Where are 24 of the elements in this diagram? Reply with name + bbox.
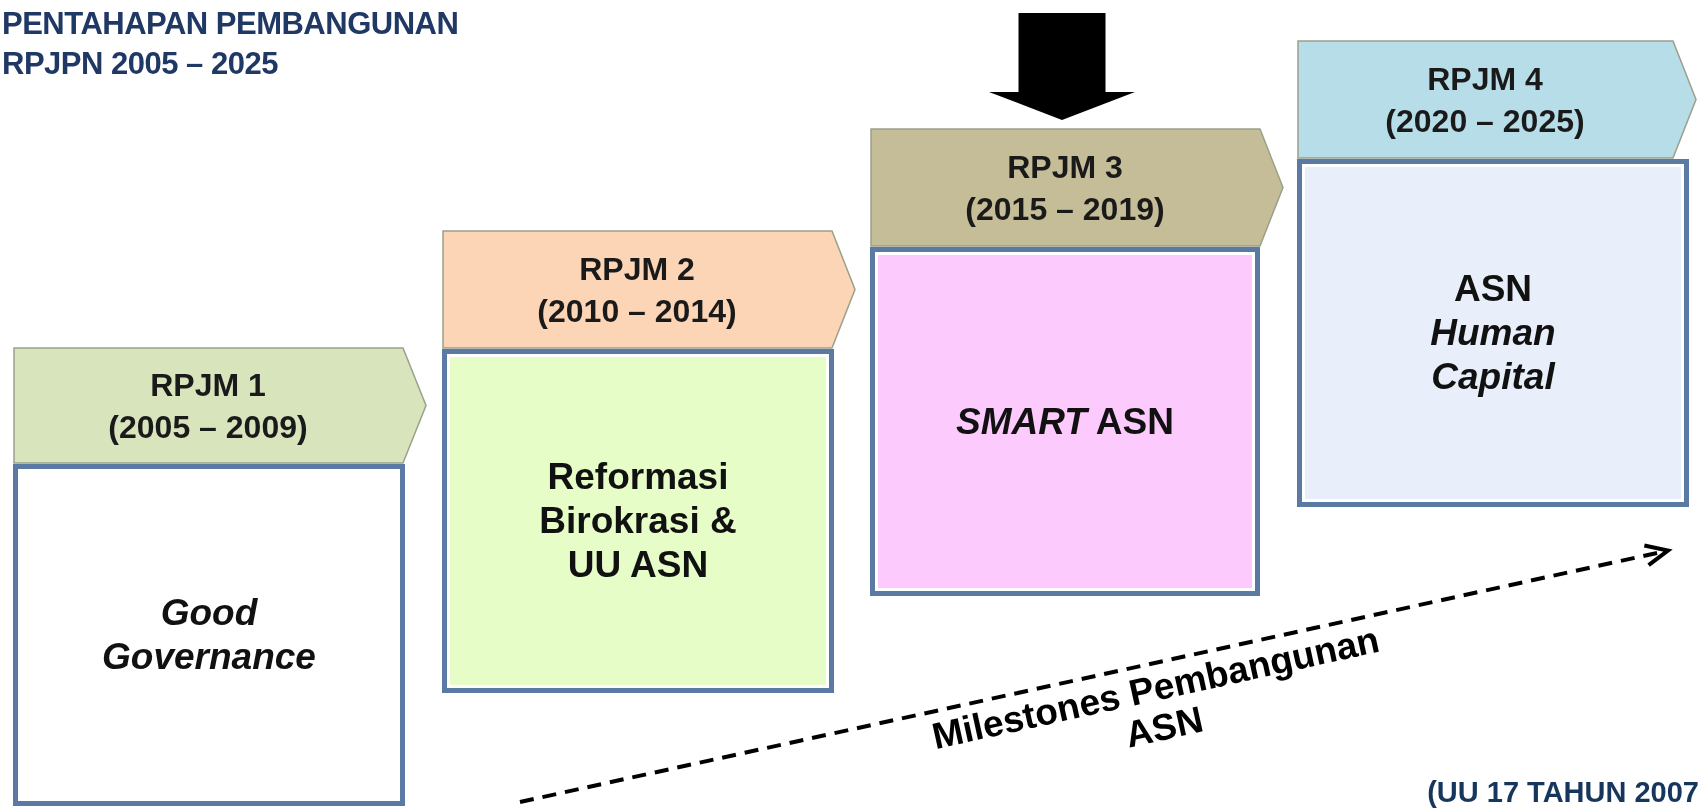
stage-goal: Good Governance: [101, 591, 317, 679]
stage-name: RPJM 4: [1427, 59, 1543, 99]
stage-name: RPJM 1: [150, 365, 266, 405]
stage-goal: Human Capital: [1429, 311, 1557, 399]
stage-box: [870, 247, 1260, 596]
year-range: (2015 – 2019): [965, 189, 1165, 229]
year-range: (2020 – 2025): [1385, 101, 1585, 141]
stage-box: [442, 349, 834, 693]
year-range: (2010 – 2014): [537, 291, 737, 331]
stage-header-tab: [442, 230, 856, 349]
stage-goal: ASN: [1453, 267, 1533, 311]
stage-header-tab: [870, 128, 1284, 247]
stage-goal: Reformasi Birokrasi & UU ASN: [538, 455, 738, 587]
diagram-title: PENTAHAPAN PEMBANGUNAN RPJPN 2005 – 2025: [2, 5, 460, 83]
stage-header-tab: [13, 347, 427, 464]
stage-box: [13, 464, 405, 806]
block-arrow: [989, 13, 1135, 120]
stage-box: [1297, 159, 1689, 507]
stage-name: RPJM 2: [579, 249, 695, 289]
stage-goal: SMART ASN: [956, 399, 1174, 444]
stage-header-tab: [1297, 40, 1697, 159]
stage-name: RPJM 3: [1007, 147, 1123, 187]
year-range: (2005 – 2009): [108, 407, 308, 447]
source-note: (UU 17 TAHUN 2007: [1427, 776, 1699, 808]
